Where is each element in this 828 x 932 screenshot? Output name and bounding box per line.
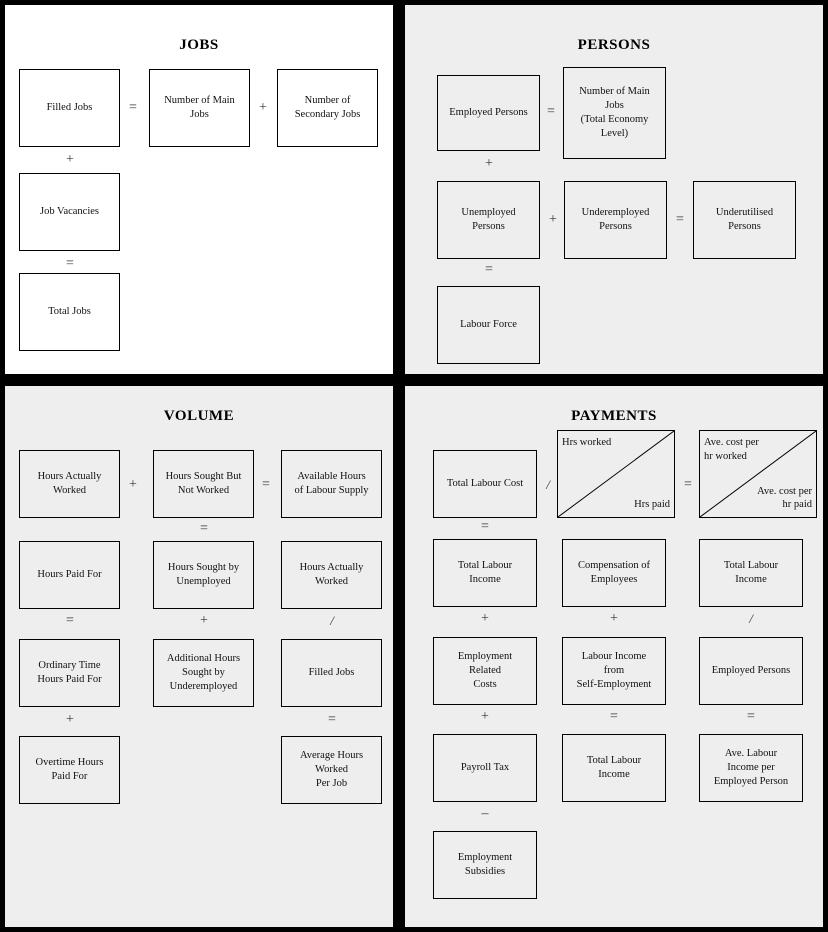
box-underemployed-persons[interactable]: Underemployed Persons [564, 181, 667, 259]
box-total-labour-income-3[interactable]: Total Labour Income [562, 734, 666, 802]
split-label-hrs-paid: Hrs paid [634, 499, 670, 511]
split-label-hrs-worked: Hrs worked [562, 437, 612, 448]
diagonal-divider-icon [558, 431, 674, 517]
operator-equals-3: = [610, 709, 618, 724]
operator-minus: – [481, 806, 489, 821]
operator-equals-2: = [66, 256, 74, 271]
quadrant-title-persons: PERSONS [577, 37, 651, 53]
box-number-of-main-jobs-total-economy[interactable]: Number of Main Jobs (Total Economy Level… [563, 67, 666, 159]
operator-plus-2: + [610, 611, 618, 626]
box-ave-labour-income-per-employed-person[interactable]: Ave. Labour Income per Employed Person [699, 734, 803, 802]
split-label-ave-cost-per-hr-worked: Ave. cost per hr worked [704, 437, 759, 462]
operator-divide: / [330, 613, 334, 628]
box-hours-sought-by-unemployed[interactable]: Hours Sought by Unemployed [153, 541, 254, 609]
quadrant-volume: VOLUME Hours Actually Worked + Hours Sou… [4, 385, 394, 928]
operator-plus-2: + [66, 152, 74, 167]
operator-plus-2: + [200, 613, 208, 628]
box-filled-jobs[interactable]: Filled Jobs [281, 639, 382, 707]
box-underutilised-persons[interactable]: Underutilised Persons [693, 181, 796, 259]
box-payroll-tax[interactable]: Payroll Tax [433, 734, 537, 802]
operator-equals-3: = [66, 613, 74, 628]
operator-plus: + [481, 611, 489, 626]
box-total-labour-income[interactable]: Total Labour Income [433, 539, 537, 607]
operator-equals: = [262, 477, 270, 492]
box-ordinary-time-hours-paid-for[interactable]: Ordinary Time Hours Paid For [19, 639, 120, 707]
box-number-of-secondary-jobs[interactable]: Number of Secondary Jobs [277, 69, 378, 147]
diagonal-divider-icon-2 [700, 431, 816, 517]
operator-equals-4: = [328, 712, 336, 727]
quadrant-title-jobs: JOBS [179, 37, 219, 53]
operator-equals: = [684, 477, 692, 492]
box-job-vacancies[interactable]: Job Vacancies [19, 173, 120, 251]
split-box-ave-cost-per-hr[interactable]: Ave. cost per hr worked Ave. cost per hr… [699, 430, 817, 518]
box-hours-sought-but-not-worked[interactable]: Hours Sought But Not Worked [153, 450, 254, 518]
operator-plus-3: + [66, 712, 74, 727]
quadrant-title-volume: VOLUME [163, 408, 235, 424]
quadrant-title-payments: PAYMENTS [571, 408, 657, 424]
box-employed-persons[interactable]: Employed Persons [699, 637, 803, 705]
operator-plus: + [129, 477, 137, 492]
box-employment-subsidies[interactable]: Employment Subsidies [433, 831, 537, 899]
operator-plus: + [259, 100, 267, 115]
operator-equals-2: = [481, 519, 489, 534]
operator-equals-4: = [747, 709, 755, 724]
quadrant-persons: PERSONS Employed Persons = Number of Mai… [404, 4, 824, 375]
box-unemployed-persons[interactable]: Unemployed Persons [437, 181, 540, 259]
box-available-hours-of-labour-supply[interactable]: Available Hours of Labour Supply [281, 450, 382, 518]
operator-divide-2: / [749, 611, 753, 626]
quadrant-jobs: JOBS Filled Jobs = Number of Main Jobs +… [4, 4, 394, 375]
operator-plus-3: + [481, 709, 489, 724]
box-additional-hours-sought-by-underemployed[interactable]: Additional Hours Sought by Underemployed [153, 639, 254, 707]
operator-equals-2: = [200, 521, 208, 536]
operator-equals: = [129, 100, 137, 115]
box-labour-force[interactable]: Labour Force [437, 286, 540, 364]
box-total-labour-cost[interactable]: Total Labour Cost [433, 450, 537, 518]
box-hours-actually-worked[interactable]: Hours Actually Worked [19, 450, 120, 518]
box-total-labour-income-2[interactable]: Total Labour Income [699, 539, 803, 607]
split-label-ave-cost-per-hr-paid: Ave. cost per hr paid [757, 485, 812, 511]
operator-plus-2: + [549, 212, 557, 227]
box-hours-actually-worked-2[interactable]: Hours Actually Worked [281, 541, 382, 609]
split-box-hrs-worked-hrs-paid[interactable]: Hrs worked Hrs paid [557, 430, 675, 518]
operator-divide: / [546, 477, 550, 492]
box-hours-paid-for[interactable]: Hours Paid For [19, 541, 120, 609]
box-average-hours-worked-per-job[interactable]: Average Hours Worked Per Job [281, 736, 382, 804]
operator-equals: = [547, 104, 555, 119]
box-total-jobs[interactable]: Total Jobs [19, 273, 120, 351]
box-employed-persons[interactable]: Employed Persons [437, 75, 540, 151]
quadrant-payments: PAYMENTS Total Labour Cost / Hrs worked … [404, 385, 824, 928]
box-overtime-hours-paid-for[interactable]: Overtime Hours Paid For [19, 736, 120, 804]
box-filled-jobs[interactable]: Filled Jobs [19, 69, 120, 147]
operator-equals-2: = [676, 212, 684, 227]
operator-equals-3: = [485, 262, 493, 277]
box-labour-income-from-self-employment[interactable]: Labour Income from Self-Employment [562, 637, 666, 705]
box-number-of-main-jobs[interactable]: Number of Main Jobs [149, 69, 250, 147]
box-compensation-of-employees[interactable]: Compensation of Employees [562, 539, 666, 607]
operator-plus: + [485, 156, 493, 171]
box-employment-related-costs[interactable]: Employment Related Costs [433, 637, 537, 705]
